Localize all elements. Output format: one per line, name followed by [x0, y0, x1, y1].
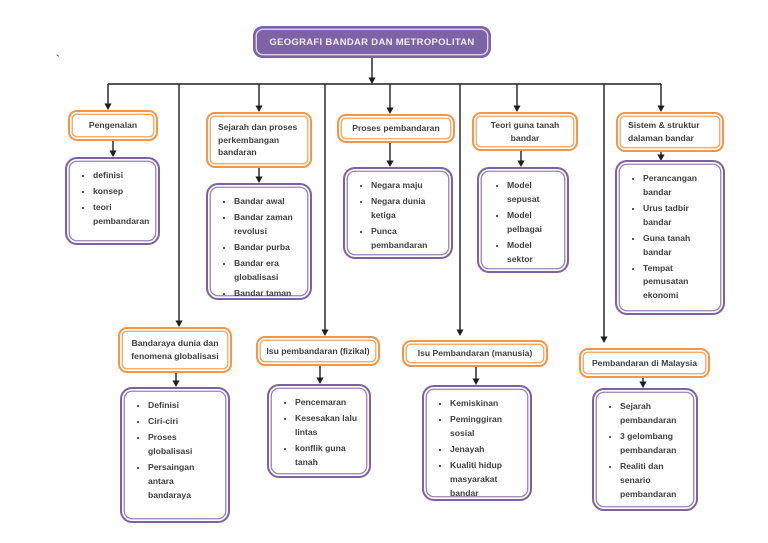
node-malaysia-label: Pembandaran di Malaysia [579, 348, 710, 378]
list-item: Guna tanah bandar [643, 232, 709, 260]
node-label-text: Sejarah dan proses perkembangan bandaran [218, 121, 298, 158]
list-item: Negara maju [371, 179, 439, 193]
root-title-node: GEOGRAFI BANDAR DAN METROPOLITAN [253, 26, 491, 58]
list-item: teori pembandaran [93, 201, 154, 229]
list-item: Bandar era globalisasi [234, 257, 306, 285]
list-item: definisi [93, 169, 154, 183]
list-item: Kemiskinan [450, 397, 526, 411]
list-item: Model sepusat [507, 179, 557, 207]
list-item: Bandar awal [234, 195, 306, 209]
list-item: Kualiti hidup masyarakat bandar [450, 459, 526, 499]
node-proses-label: Proses pembandaran [337, 114, 455, 143]
list-item: Peminggiran sosial [450, 413, 526, 441]
list-item: Bandar taman [234, 287, 306, 301]
node-label-text: Bandaraya dunia dan fenomena globalisasi [131, 338, 219, 361]
list-item: konflik guna tanah [295, 442, 365, 470]
node-bandaraya-detail: Definisi Ciri-ciri Proses globalisasi Pe… [120, 387, 230, 523]
list-item: Bandar zaman revolusi [234, 211, 306, 239]
node-sejarah-label: Sejarah dan proses perkembangan bandaran [206, 112, 312, 168]
node-sejarah-detail: Bandar awal Bandar zaman revolusi Bandar… [206, 183, 312, 300]
node-isu-fizikal-label: Isu pembandaran (fizikal) [256, 336, 380, 366]
list-item: Jenayah [450, 443, 526, 457]
node-proses-detail: Negara maju Negara dunia ketiga Punca pe… [343, 167, 453, 259]
list-item: Realiti dan senario pembandaran [620, 460, 688, 502]
node-isu-manusia-detail: Kemiskinan Peminggiran sosial Jenayah Ku… [422, 385, 532, 501]
list-item: Proses globalisasi [148, 431, 212, 459]
node-malaysia-detail: Sejarah pembandaran 3 gelombang pembanda… [592, 388, 698, 511]
stray-mark: ` [56, 54, 60, 66]
node-label-text: Isu Pembandaran (manusia) [417, 348, 533, 359]
list-item: Urus tadbir bandar [643, 202, 709, 230]
list-item: Ciri-ciri [148, 415, 212, 429]
node-bandaraya-label: Bandaraya dunia dan fenomena globalisasi [118, 327, 232, 373]
node-label-text: Sistem & struktur dalaman bandar [628, 120, 700, 143]
node-teori-label: Teori guna tanah bandar [472, 112, 578, 151]
list-item: Kesesakan lalu lintas [295, 412, 365, 440]
list-item: Sejarah pembandaran [620, 400, 688, 428]
node-sistem-detail: Perancangan bandar Urus tadbir bandar Gu… [615, 160, 725, 315]
list-item: Punca pembandaran [371, 225, 439, 253]
diagram-title: GEOGRAFI BANDAR DAN METROPOLITAN [269, 36, 475, 48]
list-item: Model sektor [507, 239, 557, 267]
node-isu-fizikal-detail: Pencemaran Kesesakan lalu lintas konflik… [267, 384, 371, 478]
node-pengenalan-label: Pengenalan [68, 110, 158, 141]
list-item: Definisi [148, 399, 212, 413]
list-item: Persaingan antara bandaraya [148, 461, 212, 503]
node-sistem-label: Sistem & struktur dalaman bandar [616, 112, 724, 152]
node-label-text: Teori guna tanah bandar [490, 119, 560, 143]
list-item: Model pelbagai [507, 209, 557, 237]
list-item: Bandar purba [234, 241, 306, 255]
node-label-text: Pembandaran di Malaysia [591, 357, 698, 368]
node-label-text: Isu pembandaran (fizikal) [266, 345, 370, 356]
node-isu-manusia-label: Isu Pembandaran (manusia) [402, 340, 548, 367]
node-pengenalan-detail: definisi konsep teori pembandaran [65, 157, 160, 245]
list-item: 3 gelombang pembandaran [620, 430, 688, 458]
node-label-text: Proses pembandaran [352, 123, 440, 134]
node-label-text: Pengenalan [88, 120, 138, 131]
list-item: Perancangan bandar [643, 172, 709, 200]
list-item: konsep [93, 185, 154, 199]
list-item: Tempat pemusatan ekonomi [643, 262, 709, 304]
node-teori-detail: Model sepusat Model pelbagai Model sekto… [477, 167, 569, 273]
list-item: Pencemaran [295, 396, 365, 410]
list-item: Negara dunia ketiga [371, 195, 439, 223]
